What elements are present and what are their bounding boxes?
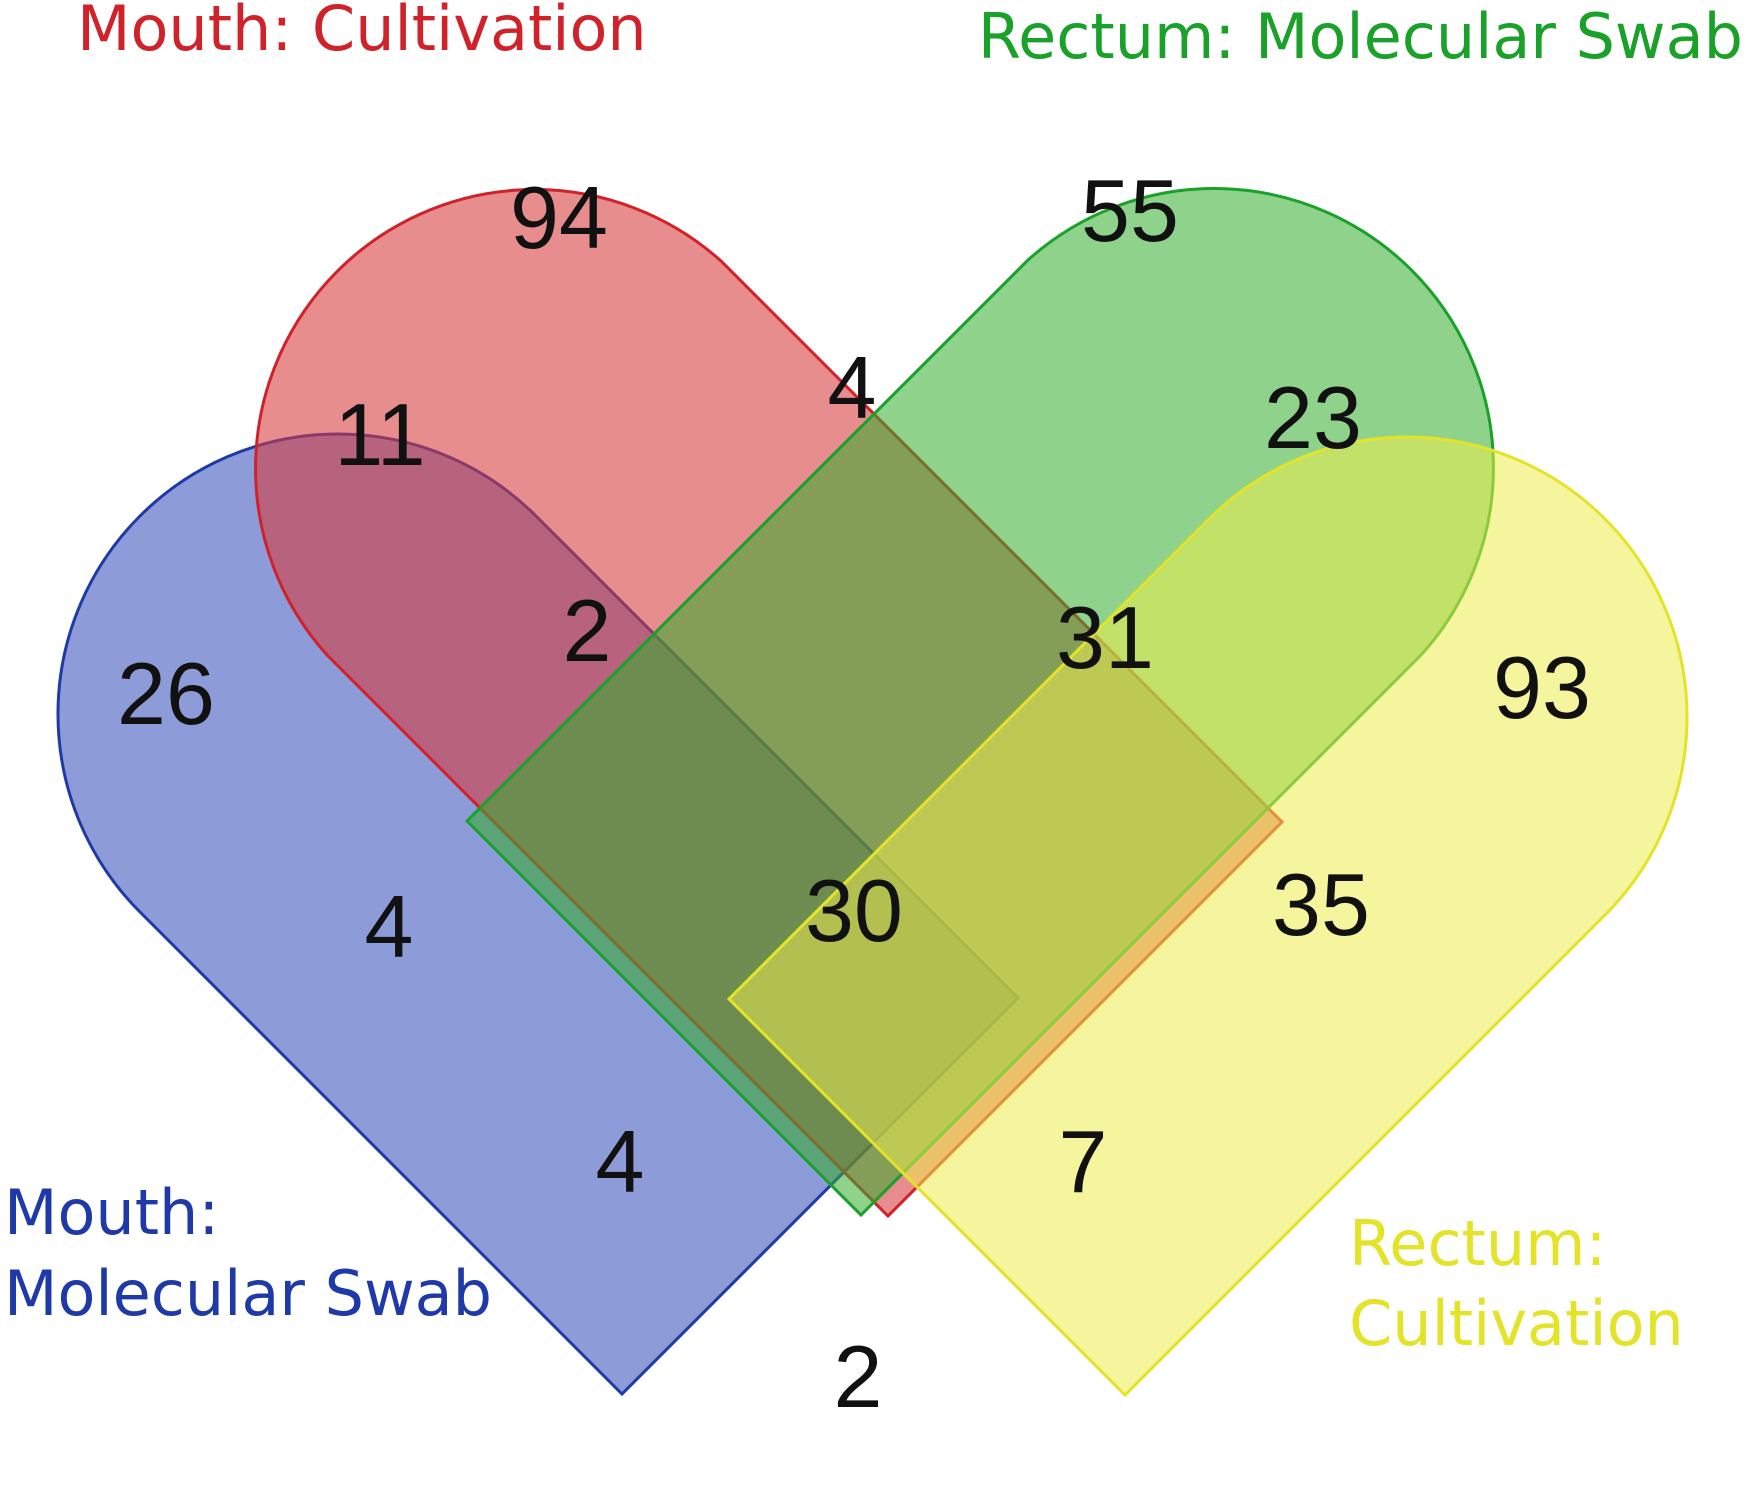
set-labels: Mouth: Cultivation Rectum: Molecular Swa… (4, 0, 1743, 1360)
count-rectum-cultivation-only: 93 (1493, 638, 1591, 737)
count-mouth-cultivation-only: 94 (510, 168, 608, 267)
count-all-four: 30 (805, 861, 903, 960)
set-label-mouth-molecular-swab-line-1: Mouth: (4, 1176, 219, 1249)
set-label-rectum-cultivation-line-1: Rectum: (1349, 1207, 1606, 1280)
count-red-yellow: 35 (1272, 855, 1370, 954)
count-blue-red-green: 2 (563, 581, 612, 680)
set-label-mouth-cultivation: Mouth: Cultivation (77, 0, 647, 65)
count-blue-green: 4 (365, 877, 414, 976)
count-green-yellow: 23 (1264, 368, 1362, 467)
set-label-rectum-molecular-swab: Rectum: Molecular Swab (978, 0, 1743, 73)
set-shape-rectum-cultivation (726, 435, 1689, 1398)
set-label-mouth-molecular-swab-line-2: Molecular Swab (4, 1257, 492, 1330)
count-rectum-molecular-only: 55 (1081, 161, 1179, 260)
region-counts: 26 94 55 93 11 4 23 2 31 4 30 35 4 7 2 (117, 161, 1591, 1426)
count-red-green: 4 (828, 338, 877, 437)
set-label-rectum-cultivation-line-2: Cultivation (1349, 1287, 1684, 1360)
count-red-green-yellow: 31 (1056, 588, 1154, 687)
count-blue-green-yellow: 4 (596, 1112, 645, 1211)
set-shapes (56, 187, 1689, 1398)
count-blue-red: 11 (334, 385, 425, 484)
count-blue-red-yellow: 7 (1059, 1112, 1108, 1211)
count-blue-yellow: 2 (834, 1327, 883, 1426)
count-mouth-molecular-only: 26 (117, 644, 215, 743)
